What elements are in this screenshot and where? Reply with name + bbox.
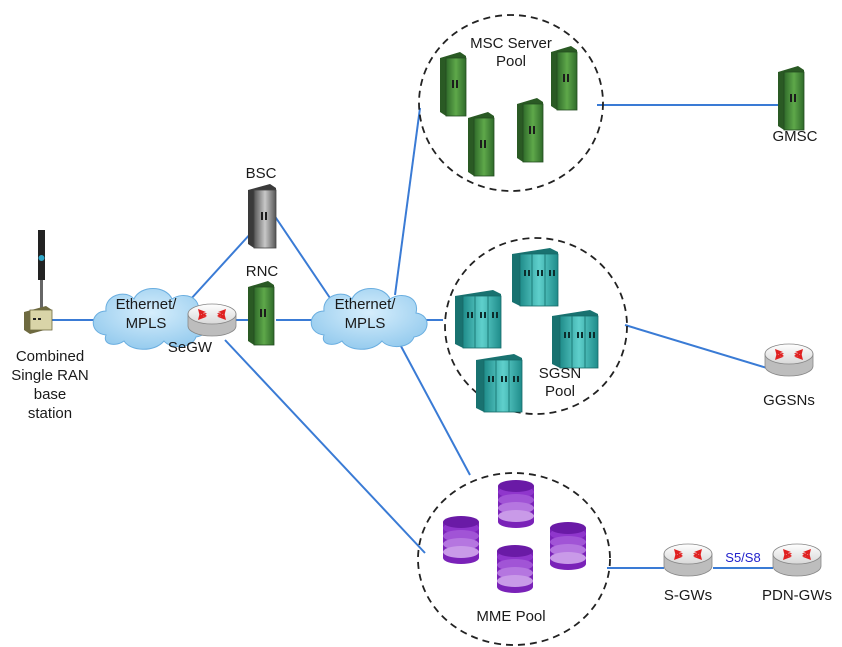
sgw-label: S-GWs [664, 587, 712, 604]
router-icon [764, 343, 814, 377]
link-sgsn-ggsn [624, 324, 768, 369]
antenna-icon [24, 230, 53, 334]
pdngw-label: PDN-GWs [762, 587, 832, 604]
server-icon [777, 65, 805, 131]
database-icon [443, 516, 479, 564]
link-cloud2-mme [394, 334, 471, 476]
router-icon [663, 543, 713, 577]
mme-pool-label: MME Pool [476, 608, 545, 625]
base-station-label-line2: Single RAN [11, 367, 89, 384]
cloud1-label-line2: MPLS [126, 315, 167, 332]
mme-pool-boundary [417, 472, 611, 646]
cloud2-label-line1: Ethernet/ [335, 296, 397, 313]
base-station-label-line3: base [34, 386, 67, 403]
database-icon [497, 545, 533, 593]
segw-label: SeGW [168, 339, 213, 356]
cloud1-label-line1: Ethernet/ [116, 296, 178, 313]
rnc-label: RNC [246, 263, 279, 280]
sgsn-pool-label-line2: Pool [545, 383, 575, 400]
server-icon [516, 97, 544, 163]
s5-s8-interface-label: S5/S8 [725, 550, 760, 565]
msc-pool-label-line1: MSC Server [470, 35, 552, 52]
server-icon [511, 247, 559, 307]
sgsn-pool-label-line1: SGSN [539, 365, 582, 382]
database-icon [498, 480, 534, 528]
link-cloud2-msc [394, 107, 421, 296]
server-icon [551, 309, 599, 369]
server-icon [248, 184, 277, 249]
link-segw-mme [224, 339, 426, 554]
bsc-label: BSC [246, 165, 277, 182]
msc-pool-label-line2: Pool [496, 53, 526, 70]
server-icon [439, 51, 467, 117]
base-station-label-line4: station [28, 405, 72, 422]
ggsn-label: GGSNs [763, 392, 815, 409]
server-icon [475, 353, 523, 413]
server-icon [467, 111, 495, 177]
server-icon [247, 280, 275, 346]
router-icon [187, 303, 237, 337]
link-bsc-cloud2 [271, 211, 331, 299]
server-icon [454, 289, 502, 349]
links [48, 104, 782, 569]
sgsn-pool-boundary [444, 237, 628, 415]
base-station-label-line1: Combined [16, 348, 84, 365]
gmsc-label: GMSC [773, 128, 818, 145]
router-icon [772, 543, 822, 577]
server-icon [550, 45, 578, 111]
link-cloud1-bsc [189, 231, 253, 301]
msc-server-pool-boundary [418, 14, 604, 192]
cloud2-label-line2: MPLS [345, 315, 386, 332]
database-icon [550, 522, 586, 570]
